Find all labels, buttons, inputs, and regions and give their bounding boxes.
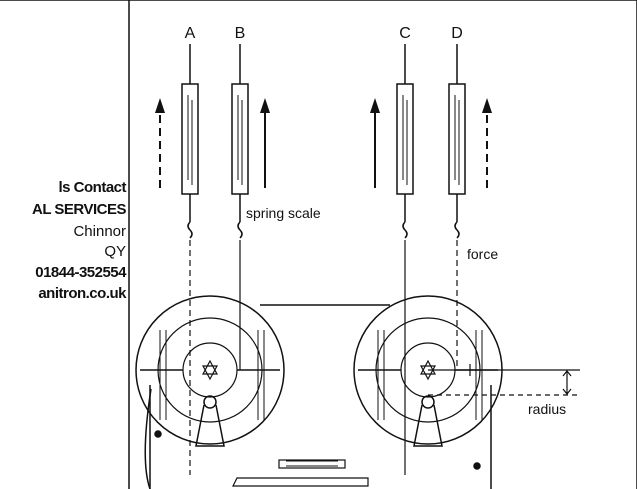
spring-scale-d <box>448 44 466 239</box>
watermark-line-5: 01844-352554 <box>35 264 127 281</box>
scale-label-d: D <box>451 25 463 42</box>
scale-label-c: C <box>399 25 411 42</box>
spring-scale-a <box>181 44 199 239</box>
force-label: force <box>467 246 498 262</box>
deck-body-outline <box>149 304 492 489</box>
left-reel <box>135 295 285 447</box>
scale-label-a: A <box>185 25 196 42</box>
spring-scale-label: spring scale <box>246 205 321 221</box>
right-reel <box>353 295 503 447</box>
radius-dimension <box>428 364 580 396</box>
spring-scale-b <box>231 44 249 239</box>
deck-body-edge <box>144 388 152 489</box>
spring-scale-c <box>396 44 414 239</box>
left-screw-icon <box>154 430 162 438</box>
tape-head-assembly <box>232 459 369 487</box>
arrow-up-icon-a <box>155 98 165 188</box>
watermark-line-1: ls Contact <box>58 179 126 196</box>
arrow-up-icon-d <box>482 98 492 188</box>
left-spindle-icon <box>201 359 219 381</box>
radius-label: radius <box>528 401 566 417</box>
watermark-line-2: AL SERVICES <box>32 201 126 218</box>
right-spindle-icon <box>419 359 437 381</box>
watermark-line-3: Chinnor <box>73 223 126 240</box>
right-screw-icon <box>473 462 481 470</box>
arrow-up-icon-b <box>260 98 270 188</box>
scale-label-b: B <box>235 25 246 42</box>
watermark-fragment: ls Contact AL SERVICES Chinnor QY 01844-… <box>32 179 128 302</box>
arrow-up-icon-c <box>370 98 380 188</box>
watermark-line-4: QY <box>104 243 126 260</box>
watermark-line-6: anitron.co.uk <box>38 285 127 302</box>
